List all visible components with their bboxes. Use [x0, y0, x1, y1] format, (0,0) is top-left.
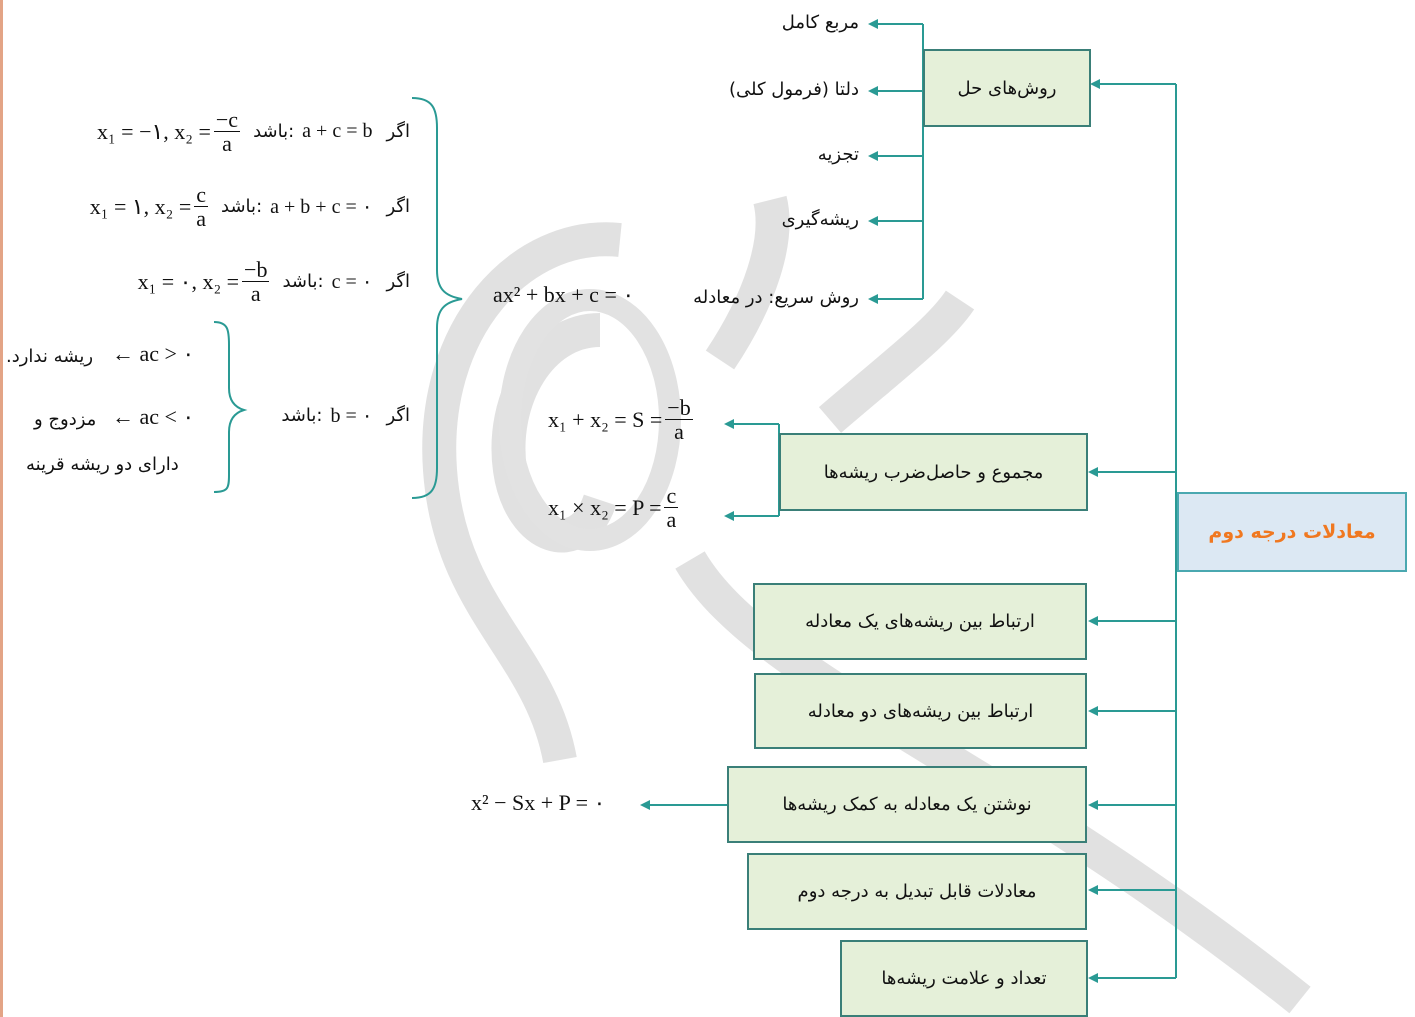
case3-if: اگر [386, 271, 410, 293]
case3-condition: c = ۰ [331, 271, 373, 294]
branch-convertible-box: معادلات قابل تبدیل به درجه دوم [747, 853, 1087, 930]
case2-solution: x₁ = ۱, x₂ = [89, 193, 192, 219]
case2-den: a [196, 206, 207, 232]
case-row-4: باشد: b = ۰ اگر [281, 403, 410, 428]
case1-solution: x₁ = −۱, x₂ = [97, 118, 211, 144]
sum-den: a [674, 419, 684, 445]
sum-num: −b [665, 395, 693, 421]
case1-condition: a + c = b [302, 120, 373, 143]
branch-methods-box: روش‌های حل [923, 49, 1091, 127]
method-root: ریشه‌گیری [781, 209, 859, 230]
case4-if: اگر [386, 405, 410, 426]
quick-equation: ax² + bx + c = ۰ [493, 282, 635, 307]
method-factor: تجزیه [817, 144, 859, 165]
subcase2-text-line2: دارای دو ریشه قرینه [26, 454, 179, 475]
case4-then: باشد: [281, 405, 323, 426]
case3-then: باشد: [282, 271, 324, 293]
write-equation-formula: x² − Sx + P = ۰ [471, 790, 606, 815]
branch-write-equation-box: نوشتن یک معادله به کمک ریشه‌ها [727, 766, 1087, 843]
case1-den: a [222, 131, 232, 157]
case2-if: اگر [386, 196, 410, 218]
subcase2-text: مزدوج و [34, 409, 97, 430]
case1-num: −c [213, 107, 241, 133]
case2-num: c [194, 182, 209, 208]
branch-relation-two-box: ارتباط بین ریشه‌های دو معادله [754, 673, 1087, 749]
case4-condition: b = ۰ [330, 405, 373, 427]
method-quick: روش سریع: در معادله [693, 287, 859, 308]
left-margin-rule [0, 0, 3, 1017]
case2-condition: a + b + c = ۰ [270, 196, 373, 219]
method-perfect-square: مربع کامل [781, 12, 859, 33]
case3-num: −b [242, 257, 270, 283]
subcase1-math: ac > ۰ ← [112, 341, 195, 366]
method-delta: دلتا (فرمول کلی) [729, 79, 859, 100]
case1-if: اگر [386, 121, 410, 143]
branch-relation-one-box: ارتباط بین ریشه‌های یک معادله [753, 583, 1087, 660]
sum-lhs: x₁ + x₂ = S = [548, 406, 663, 432]
product-num: c [664, 483, 679, 509]
case3-solution: x₁ = ۰, x₂ = [137, 268, 240, 294]
case2-then: باشد: [221, 196, 263, 218]
case3-den: a [250, 281, 261, 307]
subcase1-text: ریشه ندارد. [6, 346, 94, 367]
branch-sum-product-box: مجموع و حاصل‌ضرب ریشه‌ها [779, 433, 1088, 511]
subcase2-math: ac < ۰ ← [112, 404, 195, 429]
branch-count-sign-box: تعداد و علامت ریشه‌ها [840, 940, 1088, 1017]
product-lhs: x₁ × x₂ = P = [548, 494, 662, 520]
main-topic-box: معادلات درجه دوم [1177, 492, 1407, 572]
case1-then: باشد: [253, 121, 295, 143]
product-den: a [666, 507, 677, 533]
